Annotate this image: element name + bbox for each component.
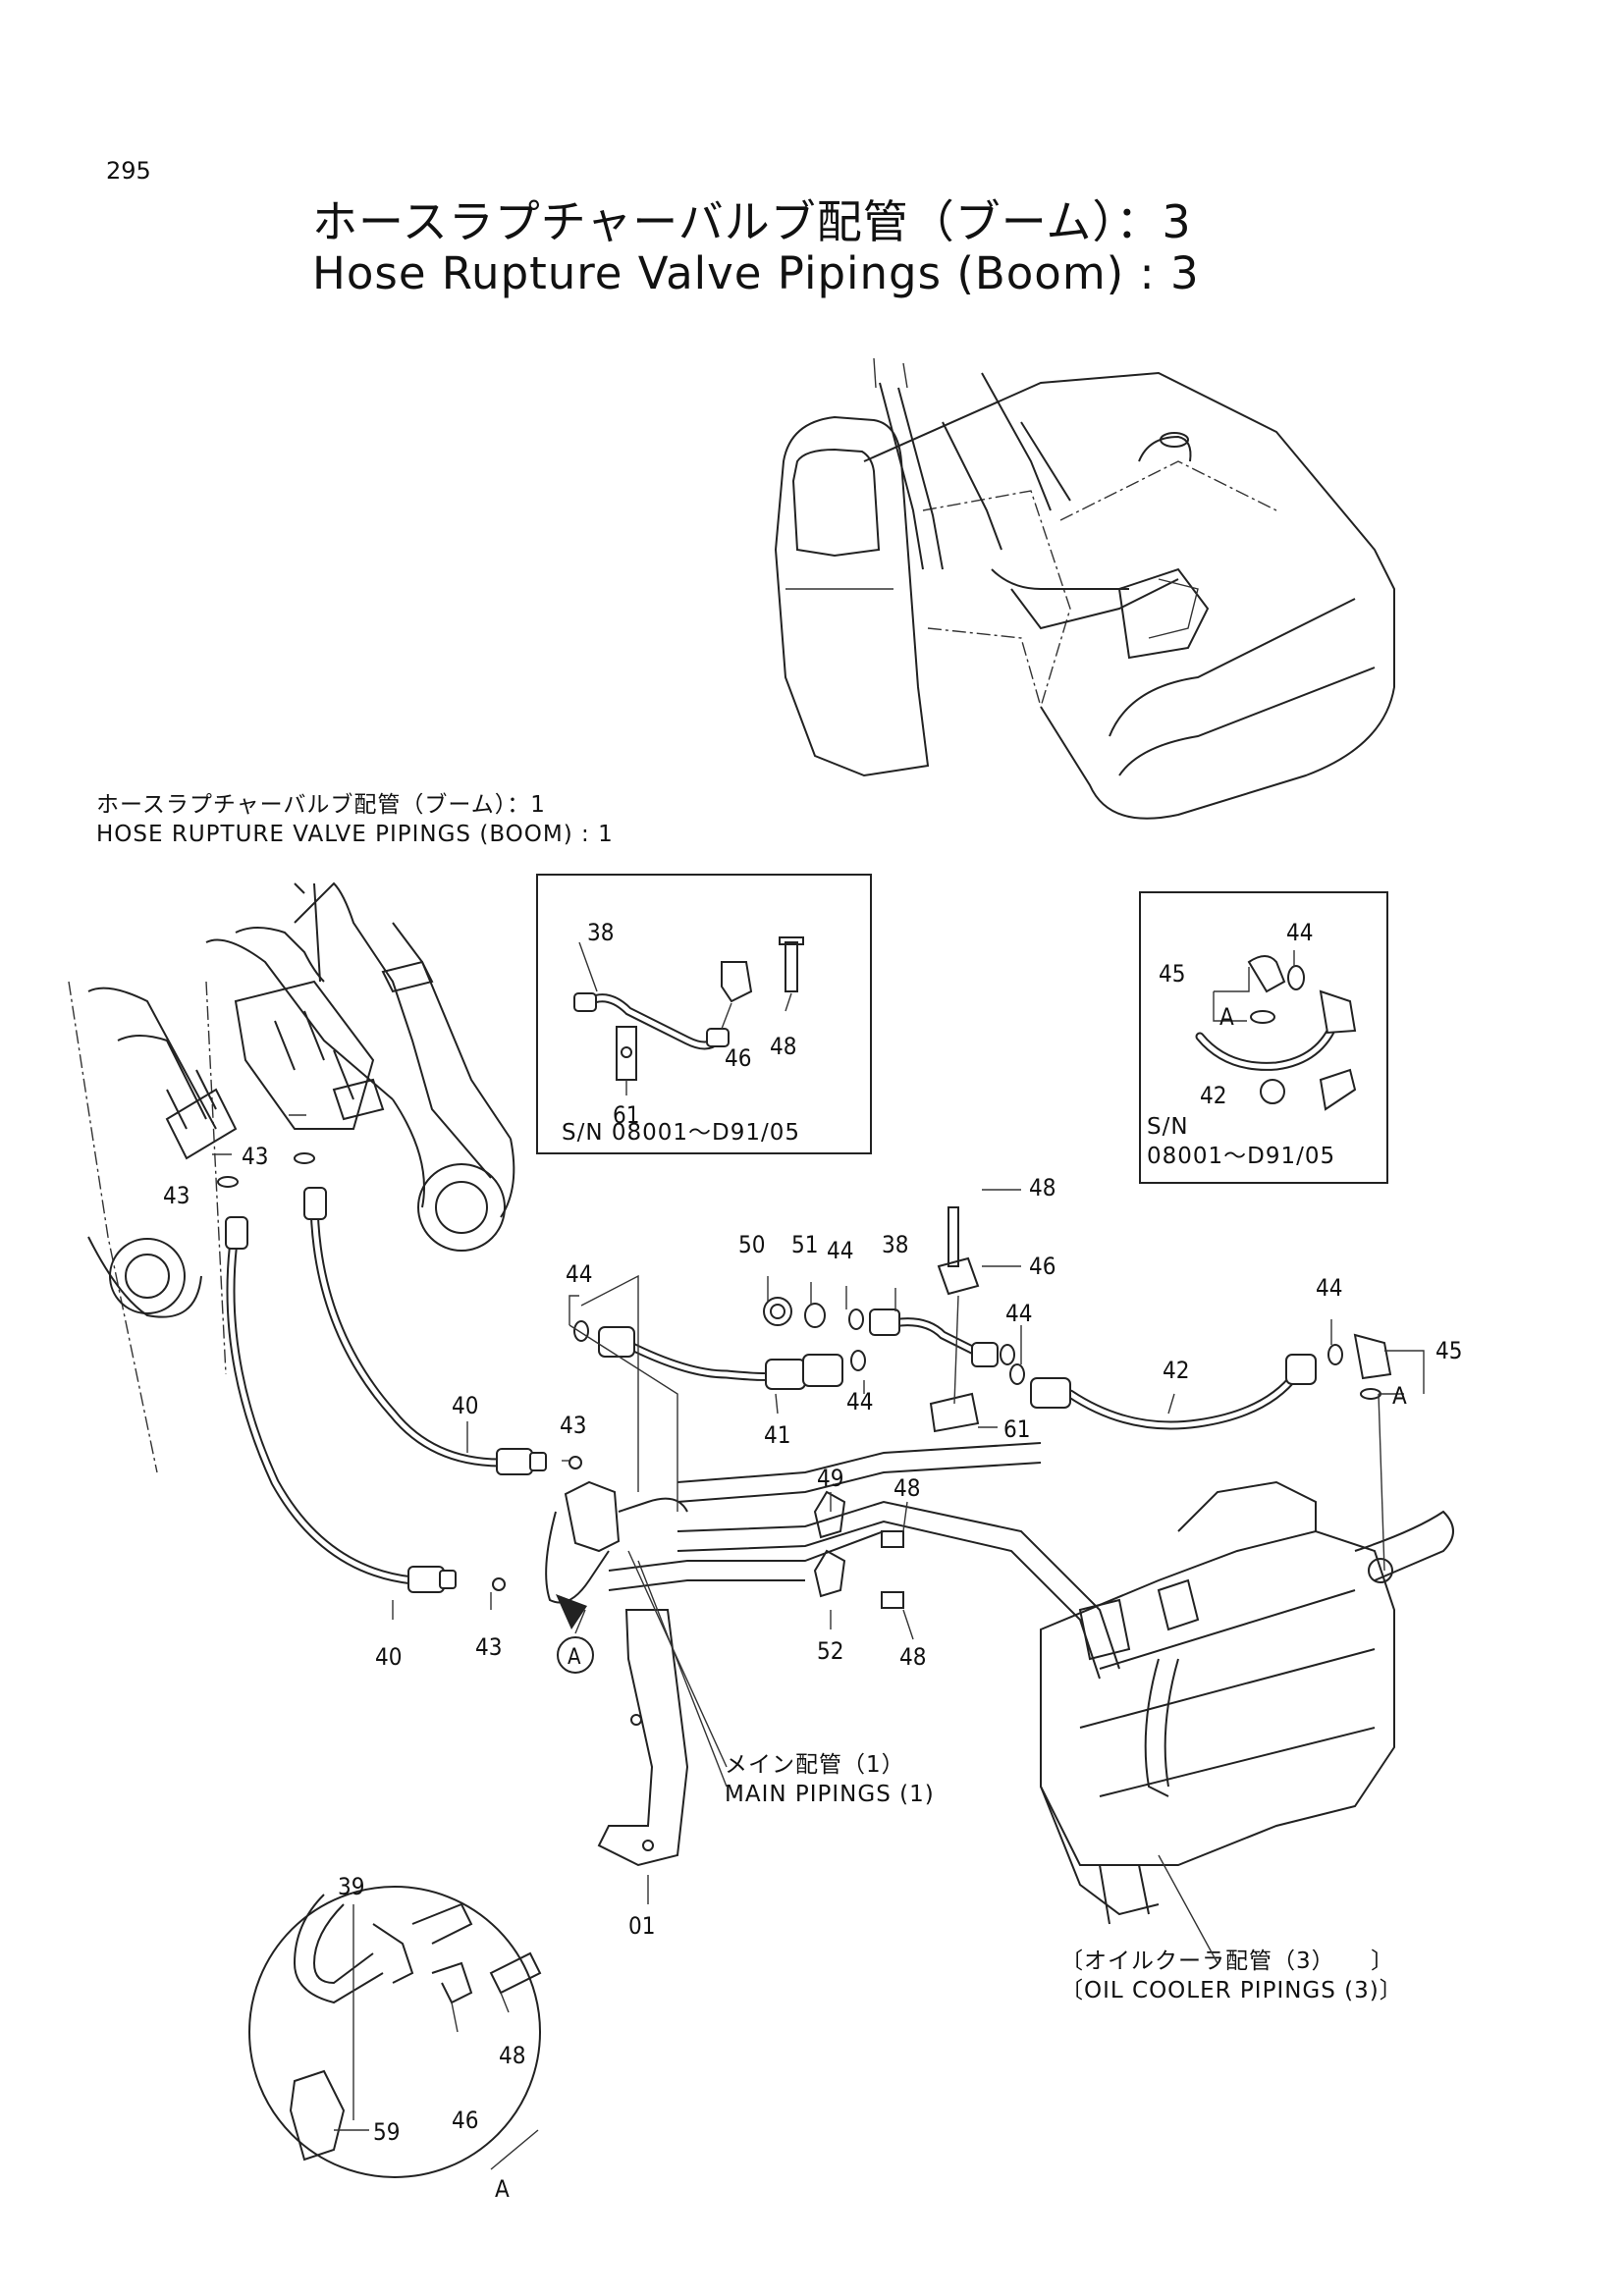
page-number: 295 <box>106 157 151 185</box>
callout-44: 44 <box>827 1237 853 1264</box>
detail-circle-marker <box>557 1636 594 1674</box>
callout-61: 61 <box>613 1101 639 1129</box>
callout-41: 41 <box>764 1421 790 1449</box>
callout-43: 43 <box>475 1633 502 1661</box>
inset-left-serial: S/N 08001～D91/05 <box>562 1120 801 1146</box>
ref-oil-cooler-en: 〔OIL COOLER PIPINGS (3)〕 <box>1060 1978 1403 2003</box>
inset-left-parts <box>573 936 804 1095</box>
callout-43: 43 <box>242 1143 268 1170</box>
callout-44: 44 <box>1005 1300 1032 1327</box>
callout-42: 42 <box>1163 1357 1189 1384</box>
inset-early-serial-clamp <box>536 874 872 1154</box>
callout-50: 50 <box>738 1231 765 1258</box>
callout-a: A <box>1219 1003 1234 1031</box>
boom-cylinders <box>68 881 515 1473</box>
callout-45: 45 <box>1159 960 1185 988</box>
hoses-41-42 <box>573 1206 1392 1433</box>
callout-45: 45 <box>1435 1337 1462 1364</box>
callout-51: 51 <box>791 1231 818 1258</box>
callout-48: 48 <box>899 1643 926 1671</box>
callout-49: 49 <box>817 1465 843 1492</box>
title-english: Hose Rupture Valve Pipings (Boom) : 3 <box>312 247 1200 299</box>
callout-43: 43 <box>560 1412 586 1439</box>
callout-44: 44 <box>1316 1274 1342 1302</box>
hoses-40 <box>217 1152 582 1593</box>
arrowhead-a <box>556 1594 587 1629</box>
callout-52: 52 <box>817 1637 843 1665</box>
callout-a: A <box>495 2175 510 2203</box>
leader-lines <box>212 1114 1425 1904</box>
callout-38: 38 <box>882 1231 908 1258</box>
title-japanese: ホースラプチャーバルブ配管（ブーム）：3 <box>312 195 1192 248</box>
ref-pipings-1-ja: ホースラプチャーバルブ配管（ブーム）：1 <box>96 792 546 818</box>
callout-44: 44 <box>846 1388 873 1415</box>
callout-48: 48 <box>770 1033 796 1060</box>
inset-right-serial-2: 08001～D91/05 <box>1147 1144 1336 1169</box>
inset-right-parts <box>1195 950 1357 1111</box>
excavator-overview <box>774 357 1395 820</box>
callout-39: 39 <box>338 1873 364 1900</box>
callout-46: 46 <box>725 1044 751 1072</box>
callout-46: 46 <box>452 2107 478 2134</box>
callout-43: 43 <box>163 1182 189 1209</box>
callout-44: 44 <box>566 1260 592 1288</box>
callout-44: 44 <box>1286 919 1313 946</box>
callout-01: 01 <box>628 1912 655 1940</box>
ref-main-pipings-en: MAIN PIPINGS (1) <box>725 1782 935 1807</box>
ref-oil-cooler-ja: 〔オイルクーラ配管（3） 〕 <box>1060 1949 1395 1974</box>
inset-early-serial-elbow <box>1139 891 1388 1184</box>
ref-main-pipings-ja: メイン配管（1） <box>725 1752 905 1778</box>
callout-a-circle: A <box>568 1645 581 1670</box>
inset-right-serial-1: S/N <box>1147 1114 1189 1140</box>
callout-59: 59 <box>373 2118 400 2146</box>
callout-40: 40 <box>452 1392 478 1419</box>
callout-48: 48 <box>893 1474 920 1502</box>
detail-view-a <box>248 1886 542 2178</box>
callout-a: A <box>1392 1382 1407 1410</box>
callout-42: 42 <box>1200 1082 1226 1109</box>
callout-40: 40 <box>375 1643 402 1671</box>
ref-pipings-1-en: HOSE RUPTURE VALVE PIPINGS (BOOM) : 1 <box>96 822 614 847</box>
callout-61: 61 <box>1003 1415 1030 1443</box>
valve-and-control-block <box>545 1442 1454 1964</box>
callout-48: 48 <box>1029 1174 1056 1201</box>
callout-48: 48 <box>499 2042 525 2069</box>
callout-46: 46 <box>1029 1253 1056 1280</box>
callout-38: 38 <box>587 919 614 946</box>
